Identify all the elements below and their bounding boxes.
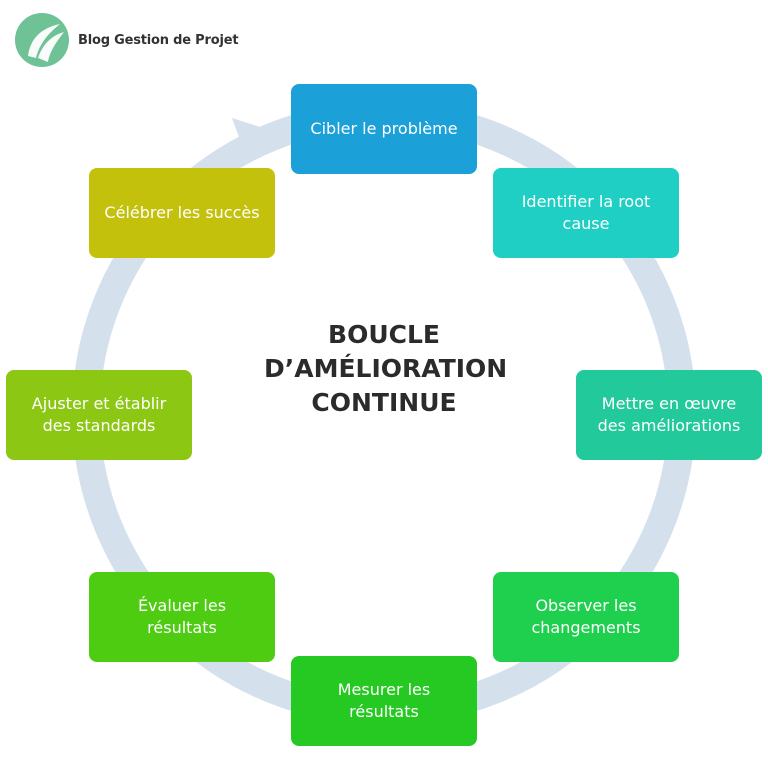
step-label: Observer les changements: [531, 596, 641, 637]
step-label: Identifier la root cause: [521, 192, 651, 233]
step-mesurer-resultats: Mesurer les résultats: [291, 656, 477, 746]
step-celebrer-succes: Célébrer les succès: [89, 168, 275, 258]
step-label: Ajuster et établir des standards: [31, 394, 167, 435]
step-cibler-probleme: Cibler le problème: [291, 84, 477, 174]
step-mettre-en-oeuvre: Mettre en œuvre des améliorations: [576, 370, 762, 460]
cycle-arrowhead-icon: [232, 118, 282, 156]
step-label: Célébrer les succès: [104, 203, 260, 222]
step-observer-changements: Observer les changements: [493, 572, 679, 662]
step-identifier-root-cause: Identifier la root cause: [493, 168, 679, 258]
step-evaluer-resultats: Évaluer les résultats: [89, 572, 275, 662]
brand-logo: Blog Gestion de Projet: [14, 12, 239, 68]
step-label: Évaluer les résultats: [137, 596, 227, 637]
leaf-logo-icon: [15, 13, 69, 67]
brand-name: Blog Gestion de Projet: [78, 32, 239, 48]
step-ajuster-standards: Ajuster et établir des standards: [6, 370, 192, 460]
step-label: Mesurer les résultats: [337, 680, 431, 721]
step-label: Cibler le problème: [310, 119, 458, 138]
diagram-title: BOUCLE D’AMÉLIORATION CONTINUE: [264, 320, 508, 417]
step-label: Mettre en œuvre des améliorations: [597, 394, 741, 435]
